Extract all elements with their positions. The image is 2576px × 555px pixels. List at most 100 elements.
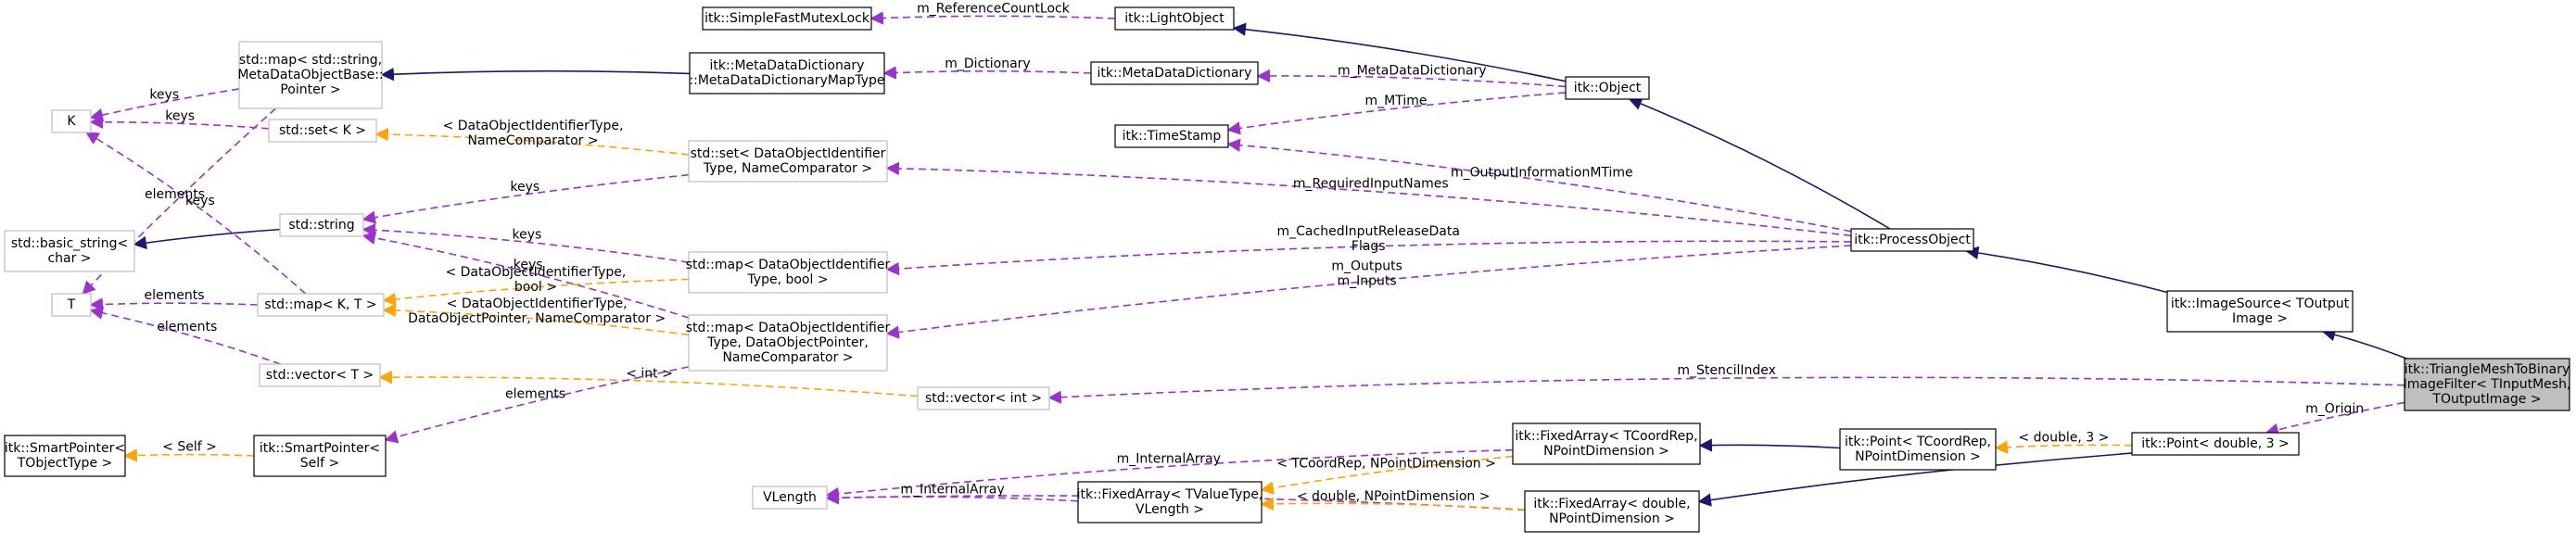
class-node-basicstring[interactable]: std::basic_string<char > [4,230,135,272]
edge-usage-mddict-to-mddict-maptype [882,66,1092,80]
edge-template-point-double3-to-point-tcoordrep [1994,440,2133,454]
class-node-timestamp[interactable]: itk::TimeStamp [1114,124,1229,148]
class-node-point-tcoordrep[interactable]: itk::Point< TCoordRep,NPointDimension > [1839,428,1997,471]
edge-usage-processobject-to-stdmap-bool [885,240,1852,276]
edge-usage-processobject-to-stdmap-dataobjptr [885,245,1852,339]
edge-label-line: m_RequiredInputNames [1293,176,1449,191]
class-node-vlength[interactable]: VLength [752,486,828,510]
class-node-stdvector-T[interactable]: std::vector< T > [259,363,381,387]
class-node-label-line: itk::TimeStamp [1123,129,1222,144]
class-node-fixedarray-double[interactable]: itk::FixedArray< double,NPointDimension … [1524,490,1700,533]
edge-usage-stdvector-T-to-T [89,306,281,365]
class-node-label-line: itk::FixedArray< double, [1533,497,1690,511]
class-node-box [268,119,377,143]
class-node-mddict-maptype[interactable]: itk::MetaDataDictionary::MetaDataDiction… [689,52,885,95]
edge-inherit-imagesource-to-processobject [1965,246,2168,294]
edge-template-stdmap-dataobjptr-to-stdmap-KT [382,303,690,336]
class-node-K[interactable]: K [51,109,92,133]
class-node-imagesource[interactable]: itk::ImageSource< TOutputImage > [2166,290,2354,333]
edge-usage-fixedarray-tvalue-to-vlength [825,490,1079,505]
class-node-object[interactable]: itk::Object [1565,76,1650,100]
class-node-stdset-K[interactable]: std::set< K > [268,119,377,143]
edge-label: < DataObjectIdentifierType,NameComparato… [443,119,624,148]
edge-label-line: m_MTime [1365,94,1428,108]
edge-label-line: < DataObjectIdentifierType, [445,265,626,280]
class-node-box [2404,358,2570,411]
class-node-T[interactable]: T [51,293,92,317]
edge-usage-stdmap-string-to-K [89,88,240,122]
class-node-label-line: std::vector< T > [266,368,374,383]
edge-template-fixedarray-tcoordrep-to-fixedarray-tvalue [1260,455,1514,495]
class-node-box [1512,423,1701,465]
class-node-label-line: std::map< std::string, [239,53,382,68]
class-node-label-line: itk::SmartPointer< [260,441,380,456]
class-node-label-line: MetaDataObjectBase:: [237,68,383,82]
class-node-label-line: Self > [300,456,340,471]
edge-label-line: m_MetaDataDictionary [1338,63,1487,78]
edge-inherit-point-double3-to-fixedarray-double [1697,452,2133,507]
edge-label: keys [512,227,541,242]
edge-usage-stdmap-KT-to-K [85,132,307,295]
edge-label-line: m_ReferenceCountLock [917,1,1071,16]
class-node-simplefastmutexlock[interactable]: itk::SimpleFastMutexLock [702,6,872,31]
edge-label-line: m_CachedInputReleaseData [1277,224,1460,239]
class-node-label-line: itk::Point< TCoordRep, [1845,435,1991,449]
edge-label-line: NameComparator > [468,133,599,148]
class-node-label-line: ::MetaDataDictionaryMapType [689,73,884,88]
class-node-box [1565,76,1650,100]
class-node-stdmap-dataobjptr[interactable]: std::map< DataObjectIdentifierType, Data… [686,314,891,372]
edge-label: elements [144,288,204,303]
class-node-label-line: VLength > [1136,502,1204,517]
class-node-label-line: NPointDimension > [1543,444,1669,459]
edge-label-line: elements [144,288,204,303]
class-node-point-double3[interactable]: itk::Point< double, 3 > [2131,432,2300,456]
class-node-box [688,251,888,294]
edge-usage-trianglemeshfilter-to-stdvector-int [1047,376,2405,404]
edge-usage-stdmap-dataobjptr-to-smartpointer-self [384,366,690,444]
edge-label-line: keys [185,194,215,208]
edge-usage-stdset-dataobj-to-stdstring [362,173,690,224]
class-node-label-line: itk::FixedArray< TValueType, [1077,487,1263,502]
class-node-stdvector-int[interactable]: std::vector< int > [917,386,1050,410]
class-node-box [253,435,387,477]
edge-inherit-processobject-to-object [1628,97,1891,230]
class-node-smartpointer-tobj[interactable]: itk::SmartPointer<TObjectType > [4,435,126,477]
edge-inherit-object-to-lightobject [1232,22,1567,82]
class-node-label-line: T [67,297,76,312]
class-node-label-line: Pointer > [280,82,340,97]
class-node-smartpointer-self[interactable]: itk::SmartPointer<Self > [253,435,387,477]
class-node-fixedarray-tvalue[interactable]: itk::FixedArray< TValueType,VLength > [1077,481,1263,523]
edge-usage-lightobject-to-simplefastmutexlock [869,11,1116,25]
edge-usage-object-to-mddict [1256,69,1567,88]
class-node-processobject[interactable]: itk::ProcessObject [1850,228,1974,252]
class-node-stdstring[interactable]: std::string [279,213,364,237]
edge-label: m_MetaDataDictionary [1338,63,1487,78]
class-node-box [688,314,888,372]
edge-label-line: m_InternalArray [900,482,1004,497]
class-node-stdmap-KT[interactable]: std::map< K, T > [257,293,385,317]
class-node-box [238,41,383,109]
class-node-lightobject[interactable]: itk::LightObject [1114,6,1235,31]
class-node-label-line: NPointDimension > [1855,449,1981,464]
edge-inherit-trianglemeshfilter-to-imagesource [2321,328,2407,359]
edge-label-line: < TCoordRep, NPointDimension > [1276,456,1496,471]
class-node-label-line: itk::ImageSource< TOutput [2171,296,2350,311]
class-node-stdmap-string[interactable]: std::map< std::string,MetaDataObjectBase… [237,41,384,109]
class-node-stdset-dataobj[interactable]: std::set< DataObjectIdentifierType, Name… [688,140,888,183]
class-node-label-line: std::map< K, T > [264,297,376,312]
class-node-mddict[interactable]: itk::MetaDataDictionary [1090,61,1259,85]
class-node-label-line: std::map< DataObjectIdentifier [686,321,891,335]
class-node-box [51,109,92,133]
class-node-box [702,6,872,31]
edge-label: < int > [626,366,673,381]
class-node-stdmap-bool[interactable]: std::map< DataObjectIdentifierType, bool… [686,251,891,294]
class-node-fixedarray-tcoordrep[interactable]: itk::FixedArray< TCoordRep,NPointDimensi… [1512,423,1701,465]
edge-label-line: keys [512,227,541,242]
class-node-label-line: char > [47,251,91,266]
edge-label-line: keys [165,108,195,123]
class-node-label-line: std::map< DataObjectIdentifier [686,258,891,272]
class-node-box [688,140,888,183]
edge-label: m_ReferenceCountLock [917,1,1071,16]
